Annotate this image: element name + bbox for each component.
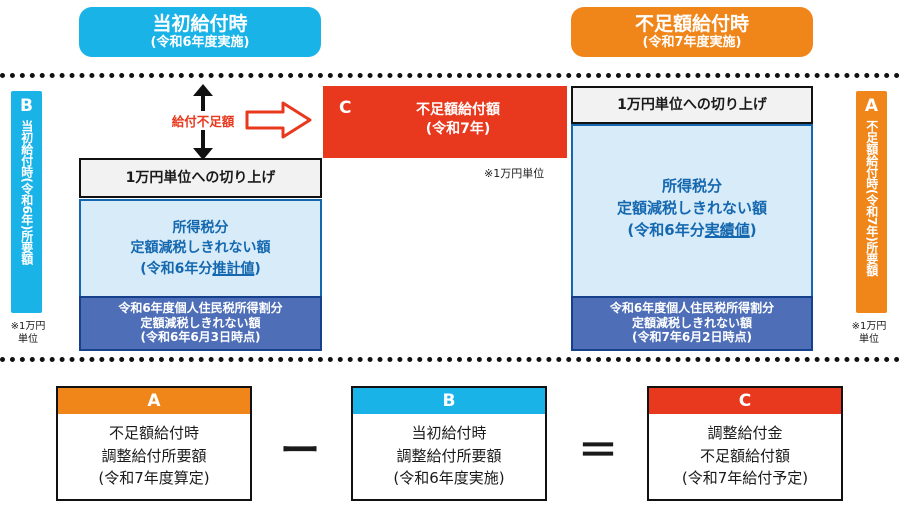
c-box-line2: (令和7年) xyxy=(425,120,491,137)
formula-b-line3: (令和6年度実施) xyxy=(393,469,505,487)
c-box-note: ※1万円単位 xyxy=(484,167,545,180)
right-income-tax-box: 所得税分 定額減税しきれない額 (令和6年分実績値) xyxy=(571,124,813,296)
formula-box-c: C 調整給付金 不足額給付額 (令和7年給付予定) xyxy=(647,386,843,501)
left-estimate-value: 推計値 xyxy=(212,260,255,277)
formula-b-line2: 調整給付所要額 xyxy=(396,446,502,465)
side-a-text: 不足額給付時(令和7年)所要額 xyxy=(864,120,879,276)
left-income-line3: (令和6年分推計値) xyxy=(140,260,261,277)
divider-top xyxy=(0,73,900,78)
side-b-note: ※1万円 単位 xyxy=(2,321,54,346)
minus-operator: ー xyxy=(280,428,320,474)
shortfall-label: 給付不足額 xyxy=(160,111,246,130)
right-roundup-box: 1万円単位への切り上げ xyxy=(571,86,813,124)
left-resident-line1: 令和6年度個人住民税所得割分 xyxy=(118,301,283,315)
formula-a-letter: A xyxy=(58,388,250,414)
header-shortfall-title: 不足額給付時 xyxy=(634,13,749,35)
formula-box-b: B 当初給付時 調整給付所要額 (令和6年度実施) xyxy=(351,386,547,501)
header-initial-subtitle: (令和6年度実施) xyxy=(150,34,250,50)
left-income-line1: 所得税分 xyxy=(172,220,229,236)
left-resident-tax-box: 令和6年度個人住民税所得割分 定額減税しきれない額 (令和6年6月3日時点) xyxy=(79,296,322,351)
right-income-line1: 所得税分 xyxy=(661,177,722,195)
left-resident-line3: (令和6年6月3日時点) xyxy=(140,330,261,345)
left-income-line2: 定額減税しきれない額 xyxy=(130,240,271,257)
divider-bottom xyxy=(0,357,900,362)
c-letter: C xyxy=(339,98,352,118)
side-b-text: 当初給付時(令和6年)所要額 xyxy=(19,120,34,265)
right-resident-line3: (令和7年6月2日時点) xyxy=(631,330,753,345)
formula-c-line3: (令和7年給付予定) xyxy=(681,469,809,487)
side-label-a: A 不足額給付時(令和7年)所要額 xyxy=(856,91,887,313)
side-a-note-line1: ※1万円 xyxy=(851,321,887,332)
right-income-line2: 定額減税しきれない額 xyxy=(616,198,767,217)
left-roundup-box: 1万円単位への切り上げ xyxy=(79,158,322,198)
right-income-line3: (令和6年分実績値) xyxy=(627,220,757,239)
side-label-b: B 当初給付時(令和6年)所要額 xyxy=(11,91,42,313)
side-b-note-line1: ※1万円 xyxy=(10,321,46,332)
left-roundup-label: 1万円単位への切り上げ xyxy=(125,170,276,186)
side-a-note-line2: 単位 xyxy=(859,333,879,345)
left-resident-line2: 定額減税しきれない額 xyxy=(140,315,261,330)
side-b-letter: B xyxy=(20,96,33,116)
formula-b-letter: B xyxy=(353,388,545,414)
right-resident-tax-box: 令和6年度個人住民税所得割分 定額減税しきれない額 (令和7年6月2日時点) xyxy=(571,296,813,351)
right-roundup-label: 1万円単位への切り上げ xyxy=(617,97,767,113)
side-b-note-line2: 単位 xyxy=(18,333,38,345)
header-initial-payment: 当初給付時 (令和6年度実施) xyxy=(79,7,321,57)
side-a-note: ※1万円 単位 xyxy=(842,321,896,346)
right-arrow-icon xyxy=(245,101,312,139)
formula-a-line1: 不足額給付時 xyxy=(108,424,199,442)
left-income-tax-box: 所得税分 定額減税しきれない額 (令和6年分推計値) xyxy=(79,199,322,296)
header-shortfall-subtitle: (令和7年度実施) xyxy=(642,34,742,50)
formula-b-line1: 当初給付時 xyxy=(411,424,487,442)
formula-c-line2: 不足額給付額 xyxy=(699,446,790,465)
shortfall-amount-box: C 不足額給付額 (令和7年) xyxy=(323,86,567,158)
formula-a-line2: 調整給付所要額 xyxy=(101,446,207,465)
formula-a-line3: (令和7年度算定) xyxy=(98,469,210,487)
right-actual-value: 実績値 xyxy=(704,220,750,239)
right-resident-line1: 令和6年度個人住民税所得割分 xyxy=(609,301,775,315)
formula-c-letter: C xyxy=(649,388,841,414)
formula-box-a: A 不足額給付時 調整給付所要額 (令和7年度算定) xyxy=(56,386,252,501)
side-a-letter: A xyxy=(864,96,879,116)
right-resident-line2: 定額減税しきれない額 xyxy=(631,315,752,330)
header-initial-title: 当初給付時 xyxy=(152,13,248,35)
header-shortfall-payment: 不足額給付時 (令和7年度実施) xyxy=(571,7,813,57)
c-box-line1: 不足額給付額 xyxy=(416,102,500,118)
equals-operator: ＝ xyxy=(578,428,618,474)
formula-c-line1: 調整給付金 xyxy=(707,424,783,442)
